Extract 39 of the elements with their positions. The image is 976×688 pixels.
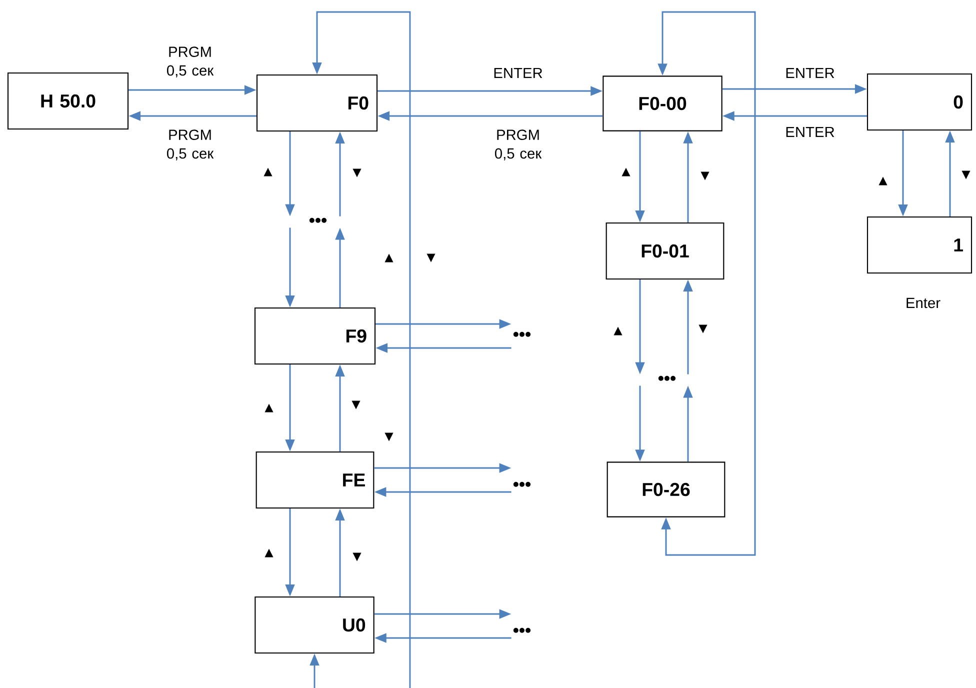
display-box: H 50.0 [7, 72, 129, 130]
display-box: F9 [254, 307, 376, 365]
edge-label: ▼ [352, 400, 360, 410]
edge-label: ▲ [264, 168, 272, 176]
key-symbol: ▼ [384, 432, 394, 442]
display-box: 1 [866, 216, 972, 274]
edge-label: ▼ [352, 552, 362, 562]
display-box: F0-01 [606, 222, 724, 280]
display-box: FE [256, 451, 374, 509]
ellipsis: ••• [513, 332, 531, 337]
ellipsis: ••• [658, 376, 676, 381]
edge-label: ▼ [700, 172, 710, 180]
display-box: U0 [254, 596, 374, 654]
display-box: F0 [256, 74, 378, 132]
edge-label: ENTER [786, 68, 834, 78]
display-box: 0 [866, 73, 972, 131]
display-box: F0-26 [606, 462, 726, 518]
edge-label: ▲ [878, 176, 888, 186]
key-symbol: ▼ [426, 254, 436, 262]
edge-label: ▲ [264, 548, 274, 558]
arrow [312, 11, 411, 688]
key-symbol: ▲ [384, 254, 394, 262]
edge-label: PRGM 0,5 сек [494, 130, 542, 160]
edge-label: ▼ [962, 170, 970, 180]
ellipsis: ••• [513, 482, 531, 487]
edge-label: ▲ [614, 326, 622, 336]
edge-label: ▼ [698, 324, 708, 334]
edge-label: ▲ [622, 168, 630, 176]
arrow [658, 11, 756, 556]
display-box: F0-00 [602, 76, 722, 132]
ellipsis: ••• [309, 218, 327, 223]
edge-label: ENTER [786, 126, 834, 138]
node-label: Enter [906, 298, 940, 308]
edge-label: ▼ [352, 168, 362, 178]
edge-label: ENTER [494, 68, 542, 78]
ellipsis: ••• [513, 628, 531, 633]
edge-label: PRGM 0,5 сек [166, 130, 214, 160]
edge-label: ▲ [264, 404, 274, 412]
edge-label: PRGM 0,5 сек [166, 46, 214, 78]
